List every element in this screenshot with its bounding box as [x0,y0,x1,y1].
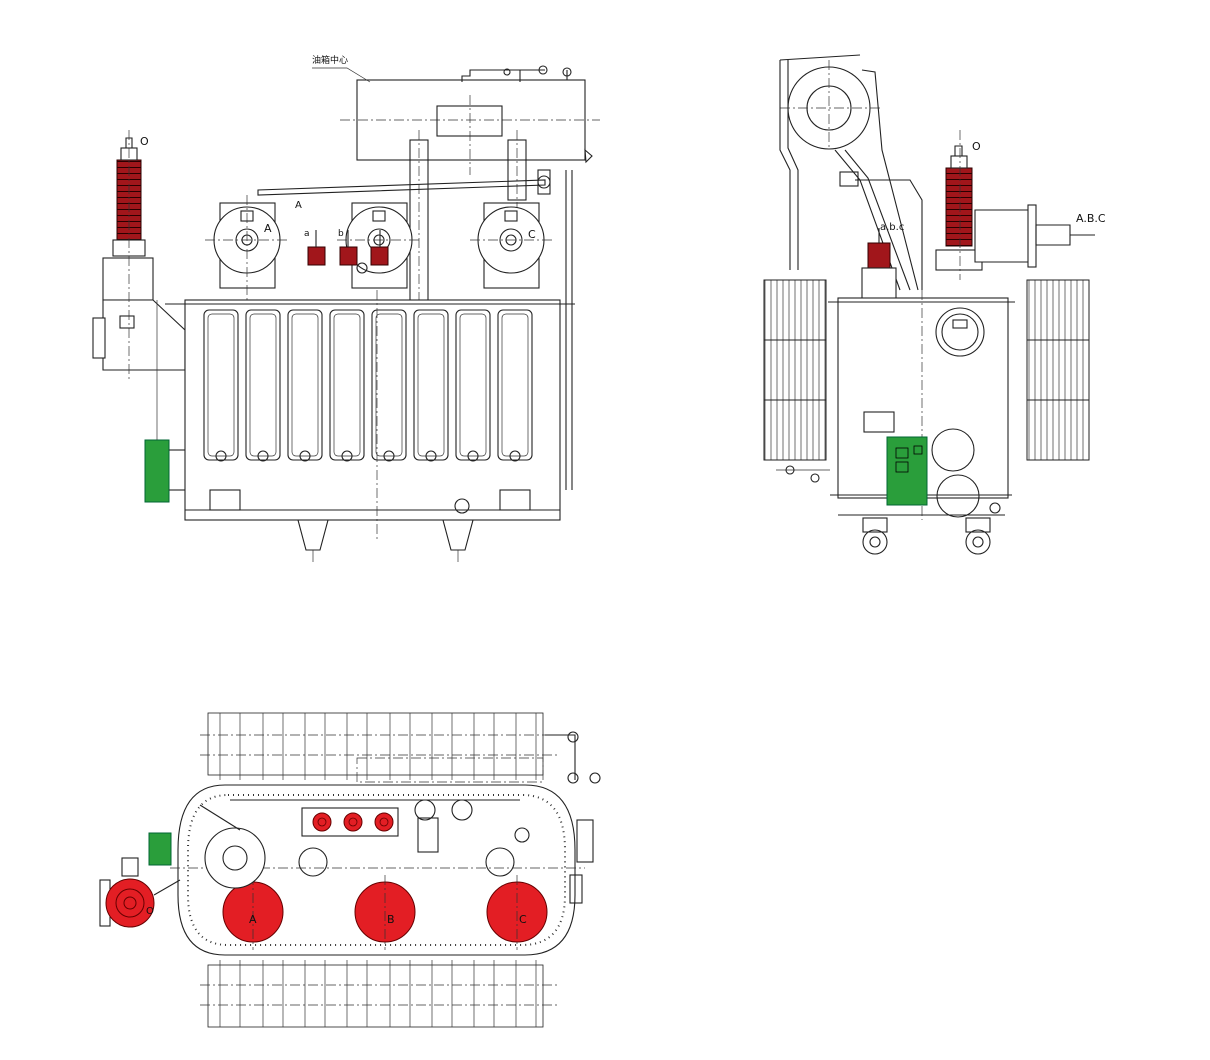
side-radiator-right [1026,279,1090,461]
conservator-center-label: 油箱中心 [312,54,348,66]
top-hv-flange-c [486,875,548,950]
front-view: 油箱中心 A [92,54,600,562]
side-wheels [862,502,1001,555]
front-radiator-fins [203,309,533,462]
top-phase-c-label: C [519,913,527,926]
top-radiator-bank-lower [200,960,560,1028]
side-radiator-left [763,279,827,461]
main-tank [165,290,575,540]
gas-relay-pipe [537,169,573,490]
lv-label-a: a [304,229,310,239]
side-view: O A.B.C a.b.c [763,54,1106,555]
top-hv-flange-a [222,875,284,950]
top-phase-b-label: B [387,913,395,926]
lv-label-b: b [338,229,344,239]
side-lv-bushing [861,228,897,301]
hv-turret-b [337,202,420,289]
side-hv-bushing [935,130,1095,280]
side-conservator [779,54,919,291]
top-phase-a-label: A [249,913,257,926]
hv-bushing-o-label: O [140,135,149,148]
phase-a-label: A [264,222,272,235]
phase-c-label: C [528,228,536,241]
base-wheels-front [297,498,474,562]
hv-neutral-bushing [92,130,186,380]
lv-bushings [307,230,389,274]
top-hv-flange-b [354,875,416,950]
control-cabinet-front [144,300,185,503]
conservator-tank [312,65,600,175]
top-view: A B C O [99,712,601,1028]
top-control-cabinet [148,832,172,866]
top-lv-bushings [301,807,399,837]
hv-turret-c [470,202,555,289]
side-control-cabinet [886,436,928,506]
top-radiator-bank-upper [200,712,560,780]
phase-a-top-label: A [295,200,302,211]
side-hv-bushing-o-label: O [972,140,981,153]
side-lv-group-label: a.b.c [880,222,904,233]
hv-turret-a [205,195,290,300]
top-neutral-label: O [146,906,154,917]
side-hv-group-label: A.B.C [1076,212,1106,225]
top-neutral-bushing [99,857,181,928]
